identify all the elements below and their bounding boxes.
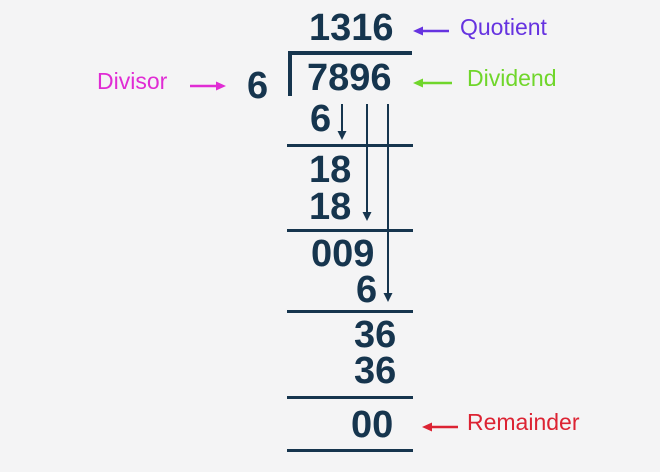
partial-product-1: 6 — [310, 98, 332, 140]
bottom-line — [287, 449, 413, 452]
remainder-arrow-icon — [422, 422, 458, 432]
working-number-1: 18 — [309, 149, 352, 191]
divisor-label: Divisor — [97, 68, 168, 94]
divisor-arrow-icon — [190, 81, 226, 91]
quotient-arrow-icon — [413, 26, 449, 36]
dividend-label: Dividend — [467, 65, 557, 91]
bring-down-arrow-1 — [337, 104, 347, 140]
working-number-3: 36 — [354, 314, 397, 356]
working-number-2: 009 — [311, 233, 375, 275]
subtraction-line-4 — [287, 396, 413, 399]
subtraction-line-3 — [287, 310, 413, 313]
subtraction-line-1 — [287, 144, 413, 147]
partial-product-2: 18 — [309, 186, 352, 228]
bring-down-arrow-3 — [383, 104, 393, 302]
bring-down-arrow-2 — [362, 104, 372, 221]
division-bar — [288, 51, 412, 55]
quotient-label: Quotient — [460, 14, 547, 40]
dividend-arrow-icon — [413, 78, 452, 88]
subtraction-line-2 — [287, 229, 413, 232]
remainder-label: Remainder — [467, 409, 580, 435]
partial-product-4: 36 — [354, 350, 397, 392]
quotient-value: 1316 — [309, 7, 394, 49]
remainder-value: 00 — [351, 404, 394, 446]
division-bracket — [288, 51, 292, 96]
dividend-value: 7896 — [307, 57, 392, 99]
divisor-value: 6 — [247, 65, 269, 107]
partial-product-3: 6 — [356, 269, 378, 311]
